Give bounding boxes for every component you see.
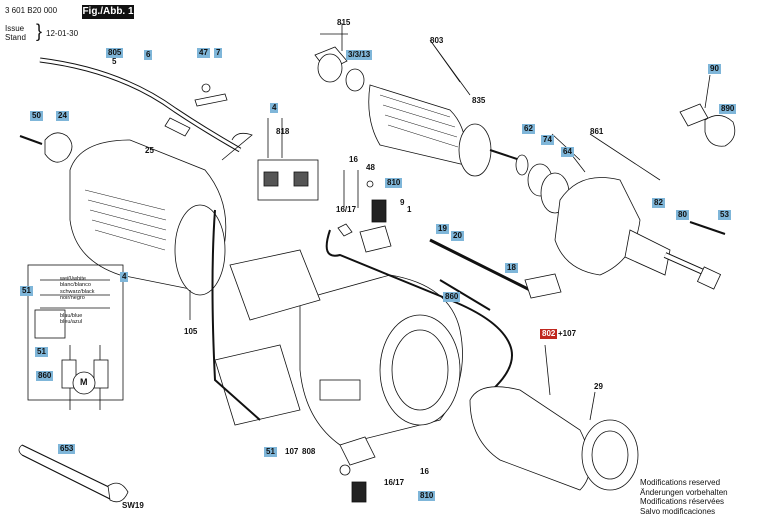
part-label: 20: [451, 231, 464, 241]
carbon-brush-lower: [351, 481, 367, 503]
part-label: 810: [418, 491, 436, 501]
part-label: SW19: [122, 501, 144, 510]
cord-sleeve: [164, 117, 191, 137]
part-label: 808: [302, 447, 316, 456]
slide-switch-18: [524, 273, 562, 299]
note-line-1: Modifications reserved: [640, 478, 721, 487]
part-label: 19: [436, 224, 449, 234]
modifications-notice: Modifications reserved Änderungen vorbeh…: [640, 478, 728, 516]
part-label: 4: [120, 272, 129, 282]
collet: [679, 103, 709, 127]
part-label: 802: [540, 329, 558, 339]
part-label: 80: [676, 210, 689, 220]
part-label: 6: [144, 50, 153, 60]
switch-wire: [221, 132, 253, 161]
part-label: 4: [270, 103, 279, 113]
motor-symbol: M: [80, 377, 88, 387]
part-label: 25: [145, 146, 154, 155]
part-label: 16/17: [336, 205, 357, 214]
fan: [458, 123, 492, 177]
part-label: 861: [590, 127, 604, 136]
part-label: 16: [349, 155, 358, 164]
holder-24: [44, 132, 73, 163]
part-label: 815: [337, 18, 351, 27]
part-label: +107: [558, 329, 577, 338]
part-label: 105: [184, 327, 198, 336]
part-label: 860: [36, 371, 54, 381]
wiring-schematic-frame: [27, 264, 124, 401]
part-label: 50: [30, 111, 43, 121]
part-label: 82: [652, 198, 665, 208]
power-cord: [39, 57, 242, 153]
part-label: 90: [708, 64, 721, 74]
front-housing: [469, 386, 591, 491]
brace: }: [36, 21, 43, 41]
terminal-block: [214, 344, 301, 426]
part-label: 51: [35, 347, 48, 357]
wrench: [21, 444, 116, 501]
bearing-815: [317, 53, 343, 83]
issue-date: 12-01-30: [46, 29, 79, 38]
screw-50: [19, 135, 43, 145]
cord-clamp: [194, 93, 228, 107]
part-label: 890: [719, 104, 737, 114]
part-label: 3/3/13: [346, 50, 373, 60]
internal-frame: [229, 249, 321, 321]
part-label: 51: [264, 447, 277, 457]
part-label: 53: [718, 210, 731, 220]
part-label: 803: [430, 36, 444, 45]
part-label: 51: [20, 286, 33, 296]
wiring-860: [325, 229, 513, 401]
part-label: 74: [541, 135, 554, 145]
part-label: 16/17: [384, 478, 405, 487]
issue-label: Issue: [5, 24, 25, 33]
part-label: 24: [56, 111, 69, 121]
part-label: 7: [214, 48, 223, 58]
part-label: 653: [58, 444, 76, 454]
part-label: 9: [400, 198, 405, 207]
part-label: 47: [197, 48, 210, 58]
part-number: 3 601 B20 000: [5, 6, 58, 15]
brush-holder: [359, 225, 392, 253]
part-label: 62: [522, 124, 535, 134]
screw-53: [689, 221, 726, 235]
note-line-3: Modifications réservées: [640, 497, 725, 506]
screw-47: [201, 83, 211, 93]
part-label: 18: [505, 263, 518, 273]
part-label: 107: [285, 447, 299, 456]
stand-label: Stand: [5, 33, 26, 42]
part-label: 16: [420, 467, 429, 476]
part-label: 810: [385, 178, 403, 188]
part-label: 5: [112, 57, 117, 66]
part-label: 818: [276, 127, 290, 136]
spring-guide: [429, 238, 531, 292]
bearing-flange: [554, 177, 641, 276]
part-label: 29: [594, 382, 603, 391]
carbon-brush-upper: [371, 199, 387, 223]
brush-holder-lower: [339, 436, 376, 466]
figure-label: Fig./Abb. 1: [82, 5, 134, 19]
part-label: 48: [366, 163, 375, 172]
part-label: 860: [443, 292, 461, 302]
part-label: 1: [407, 205, 412, 214]
motor-symbol-circle: [72, 371, 96, 395]
part-label: 835: [472, 96, 486, 105]
part-label: 805: [106, 48, 124, 58]
note-line-2: Änderungen vorbehalten: [640, 487, 728, 497]
note-line-4: Salvo modificaciones: [640, 506, 716, 516]
collet-nut: [704, 115, 736, 147]
part-label: 64: [561, 147, 574, 157]
